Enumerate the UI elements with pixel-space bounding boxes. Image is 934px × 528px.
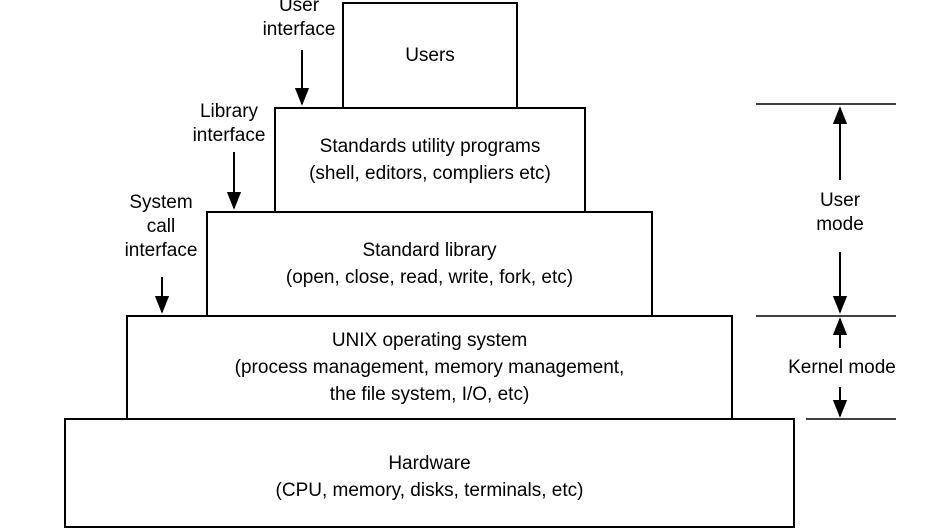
users-layer-title: Users xyxy=(405,45,455,66)
user-interface-label: User interface xyxy=(256,0,342,42)
user-mode-label-line1: User xyxy=(819,190,861,211)
system-call-interface-label-line1: System xyxy=(129,192,193,213)
unix-os-layer: UNIX operating system (process managemen… xyxy=(126,315,733,420)
library-interface-label-line2: interface xyxy=(192,125,266,146)
system-call-interface-label-line3: interface xyxy=(124,240,198,261)
users-layer: Users xyxy=(342,2,518,109)
user-interface-label-line2: interface xyxy=(262,19,336,40)
system-call-interface-label: System call interface xyxy=(118,191,204,263)
user-mode-label: User mode xyxy=(795,189,885,237)
utility-programs-title: Standards utility programs xyxy=(319,136,541,157)
kernel-mode-label: Kernel mode xyxy=(782,356,902,380)
library-interface-label: Library interface xyxy=(186,100,272,148)
hardware-examples: (CPU, memory, disks, terminals, etc) xyxy=(275,480,584,501)
standard-library-examples: (open, close, read, write, fork, etc) xyxy=(285,267,574,288)
utility-programs-examples: (shell, editors, compliers etc) xyxy=(309,163,551,184)
hardware-title: Hardware xyxy=(388,453,471,474)
user-mode-label-line2: mode xyxy=(816,214,864,235)
utility-programs-layer: Standards utility programs (shell, edito… xyxy=(274,107,586,213)
unix-os-examples-line2: the file system, I/O, etc) xyxy=(329,384,530,405)
user-interface-label-line1: User xyxy=(278,0,320,16)
kernel-mode-label-line1: Kernel mode xyxy=(788,357,896,378)
system-call-interface-label-line2: call xyxy=(146,216,176,237)
library-interface-label-line1: Library xyxy=(199,101,259,122)
diagram-arrows xyxy=(154,50,896,420)
unix-os-examples-line1: (process management, memory management, xyxy=(234,357,625,378)
unix-os-title: UNIX operating system xyxy=(331,330,528,351)
standard-library-title: Standard library xyxy=(362,240,497,261)
